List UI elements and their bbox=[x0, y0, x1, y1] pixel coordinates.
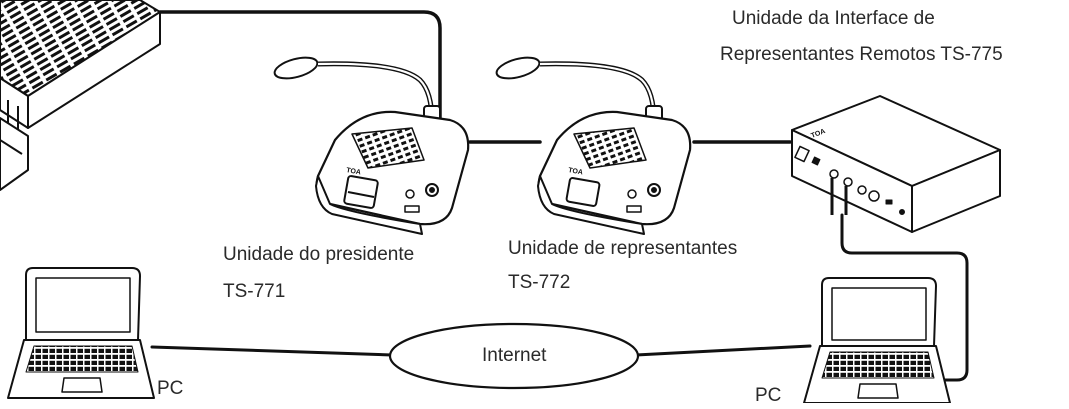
delegate-brand-logo: TOA bbox=[568, 167, 584, 176]
amplifier-unit bbox=[0, 0, 161, 191]
internet-ellipse bbox=[388, 322, 640, 390]
delegate-unit: TOA bbox=[495, 56, 692, 235]
chairman-mic-head bbox=[273, 56, 319, 80]
pc-left-keyboard bbox=[25, 345, 139, 373]
interface-unit-label-line2: Representantes Remotos TS-775 bbox=[720, 44, 1003, 65]
interface-unit-label-line1: Unidade da Interface de bbox=[732, 8, 935, 29]
delegate-speaker-grill bbox=[573, 127, 647, 169]
delegate-unit-label-line2: TS-772 bbox=[508, 272, 571, 293]
cables bbox=[150, 10, 969, 382]
chairman-unit-label-line2: TS-771 bbox=[223, 281, 286, 302]
interface-side bbox=[911, 149, 1001, 233]
pc-left-laptop bbox=[7, 267, 155, 399]
cable-pc-left-to-internet bbox=[150, 345, 394, 357]
chairman-speaker-grill bbox=[351, 127, 425, 169]
delegate-mic-head bbox=[495, 56, 541, 80]
cable-internet-to-pc-right bbox=[634, 344, 812, 357]
pc-right-label: PC bbox=[755, 385, 782, 406]
interface-brand-logo: TOA bbox=[810, 128, 826, 140]
pc-right-laptop bbox=[803, 277, 951, 403]
chairman-unit-label-line1: Unidade do presidente bbox=[223, 244, 415, 265]
chairman-unit: TOA bbox=[273, 56, 470, 235]
cable-amplifier-to-chairman bbox=[158, 10, 442, 120]
pc-right-keyboard bbox=[821, 351, 935, 379]
pc-left-label: PC bbox=[157, 378, 184, 399]
chairman-brand-logo: TOA bbox=[346, 167, 362, 176]
delegate-unit-label-line1: Unidade de representantes bbox=[508, 238, 738, 259]
internet-label: Internet bbox=[482, 345, 547, 366]
cable-interface-to-pc bbox=[840, 213, 969, 382]
interface-unit: TOA bbox=[791, 95, 1001, 233]
